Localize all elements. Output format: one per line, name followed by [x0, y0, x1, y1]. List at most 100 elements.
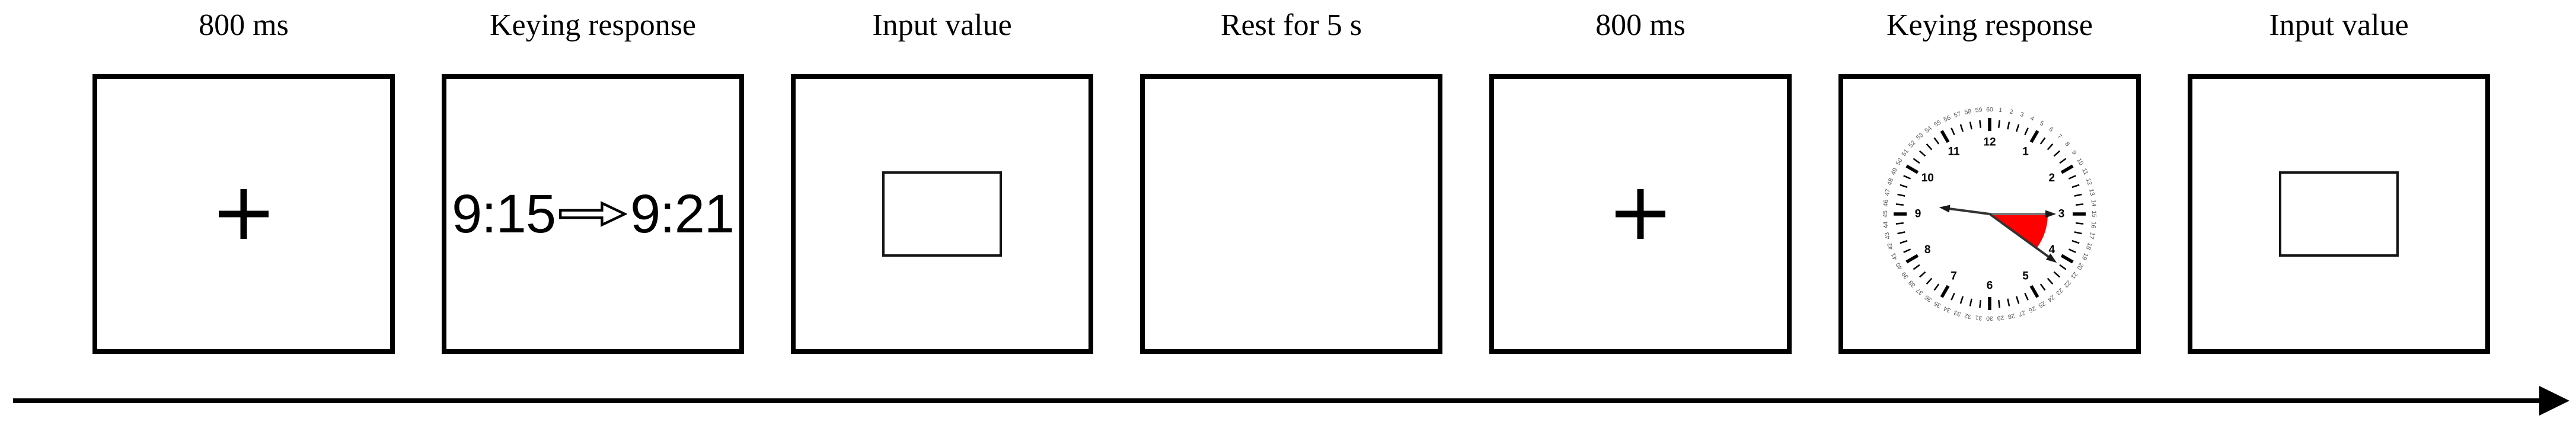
clock-minute-number: 53: [1915, 132, 1925, 142]
keying-time-transformation: 9:15 9:21: [451, 183, 735, 245]
clock-minute-number: 56: [1943, 114, 1952, 123]
clock-minute-number: 2: [2009, 108, 2013, 116]
input-value-box: [882, 171, 1002, 257]
timeline-arrow: [13, 386, 2569, 416]
clock-hour-hand-arrowhead-icon: [1939, 205, 1951, 213]
clock-minute-number: 7: [2056, 133, 2063, 140]
clock-minute-number: 52: [1907, 139, 1917, 149]
clock-minute-number: 29: [1997, 314, 2004, 321]
panel-label: 800 ms: [1595, 8, 1686, 42]
clock-minute-number: 19: [2080, 252, 2090, 261]
clock-minute-number: 6: [2048, 126, 2055, 133]
clock-minute-number: 50: [1894, 157, 1904, 167]
clock-minute-number: 25: [2037, 299, 2047, 309]
clock-minute-number: 45: [1882, 210, 1889, 218]
clock-minute-number: 28: [2007, 312, 2015, 320]
clock-minute-number: 18: [2085, 242, 2093, 251]
clock-hour-number: 9: [1915, 208, 1921, 221]
clock-minute-number: 40: [1894, 261, 1904, 271]
clock-minute-number: 3: [2019, 111, 2025, 119]
timeline-arrowhead-icon: [2539, 386, 2569, 416]
panel-label: Keying response: [1886, 8, 2093, 42]
clock-minute-number: 1: [1999, 107, 2003, 114]
clock-target-hand: [1988, 213, 2052, 260]
clock-minute-number: 13: [2087, 188, 2096, 196]
clock-minute-number: 26: [2028, 305, 2037, 314]
trial-panel-keying: Keying response 9:15 9:21: [442, 5, 744, 354]
trial-panel-input-box: Input value: [791, 5, 1093, 354]
clock-hour-number: 11: [1948, 146, 1960, 158]
input-value-box: [2279, 171, 2399, 257]
clock-minute-number: 36: [1923, 293, 1933, 304]
panel-label: 800 ms: [199, 8, 289, 42]
panel-label: Rest for 5 s: [1220, 8, 1362, 42]
clock-minute-number: 44: [1882, 221, 1889, 229]
clock-minute-number: 58: [1964, 108, 1972, 116]
clock-minute-number: 30: [1986, 315, 1993, 322]
clock-minute-number: 27: [2018, 309, 2026, 318]
clock-minute-number: 24: [2046, 293, 2056, 304]
screen-box: [2188, 74, 2490, 354]
clock-minute-number: 23: [2054, 286, 2064, 296]
panel-label: Input value: [872, 8, 1012, 42]
clock-minute-number: 12: [2085, 177, 2093, 186]
screen-box: [1489, 74, 1792, 354]
clock-minute-number: 9: [2070, 149, 2078, 156]
clock-minute-number: 15: [2090, 210, 2098, 218]
trial-panel-fixation: 800 ms: [92, 5, 395, 354]
clock-hour-number: 5: [2022, 270, 2029, 282]
screen-box: 9:15 9:21: [442, 74, 744, 354]
double-right-arrow-icon: [559, 201, 627, 227]
clock-minute-number: 60: [1986, 106, 1993, 113]
clock-minute-hand-arrowhead-icon: [2045, 210, 2056, 218]
clock-hour-number: 3: [2058, 208, 2065, 221]
clock-minute-number: 35: [1933, 299, 1942, 309]
clock-minute-number: 16: [2089, 221, 2097, 229]
clock-minute-number: 42: [1886, 242, 1895, 251]
clock-hour-number: 8: [1924, 244, 1931, 256]
clock-minute-number: 54: [1923, 124, 1933, 135]
panel-label: Keying response: [489, 8, 697, 42]
trial-panel-blank: Rest for 5 s: [1140, 5, 1442, 354]
clock-minute-number: 33: [1953, 309, 1962, 318]
clock-hour-number: 12: [1983, 136, 1996, 149]
clock-minute-number: 10: [2075, 157, 2085, 167]
fixation-cross-icon: [1616, 189, 1665, 239]
trial-panels-row: 800 ms Keying response 9:15 9:21 Input value…: [92, 5, 2490, 354]
clock-minute-number: 8: [2063, 140, 2071, 148]
clock-minute-number: 32: [1964, 312, 1972, 320]
clock-minute-number: 41: [1889, 252, 1899, 261]
clock-minute-number: 47: [1884, 188, 1892, 196]
transform-arrow: [558, 199, 627, 229]
clock-hour-number: 7: [1951, 270, 1957, 282]
clock-hour-number: 1: [2022, 146, 2029, 158]
clock-minute-number: 20: [2075, 261, 2085, 271]
clock-minute-number: 37: [1915, 286, 1925, 296]
clock-minute-number: 43: [1884, 231, 1892, 239]
clock-minute-number: 51: [1900, 148, 1910, 158]
start-time-text: 9:15: [451, 183, 556, 244]
clock-minute-number: 59: [1975, 106, 1983, 114]
screen-box: [791, 74, 1093, 354]
screen-box: [1140, 74, 1442, 354]
clock-minute-number: 46: [1882, 199, 1889, 207]
fixation-cross-icon: [219, 189, 269, 239]
trial-panel-fixation: 800 ms: [1489, 5, 1792, 354]
clock-minute-number: 5: [2038, 120, 2045, 127]
clock-hour-hand: [1946, 207, 1990, 215]
clock-minute-number: 38: [1907, 279, 1917, 289]
clock-minute-number: 48: [1886, 177, 1895, 186]
clock-hour-number: 10: [1921, 172, 1934, 184]
clock-minute-number: 55: [1933, 119, 1942, 128]
panel-label: Input value: [2269, 8, 2409, 42]
clock-minute-number: 17: [2087, 232, 2096, 240]
clock-minute-number: 22: [2062, 279, 2072, 289]
clock-minute-number: 39: [1900, 270, 1910, 280]
end-time-text: 9:21: [630, 183, 735, 244]
clock-minute-number: 21: [2069, 270, 2079, 280]
clock-minute-number: 49: [1889, 167, 1899, 176]
clock-hour-number: 4: [2049, 244, 2055, 256]
